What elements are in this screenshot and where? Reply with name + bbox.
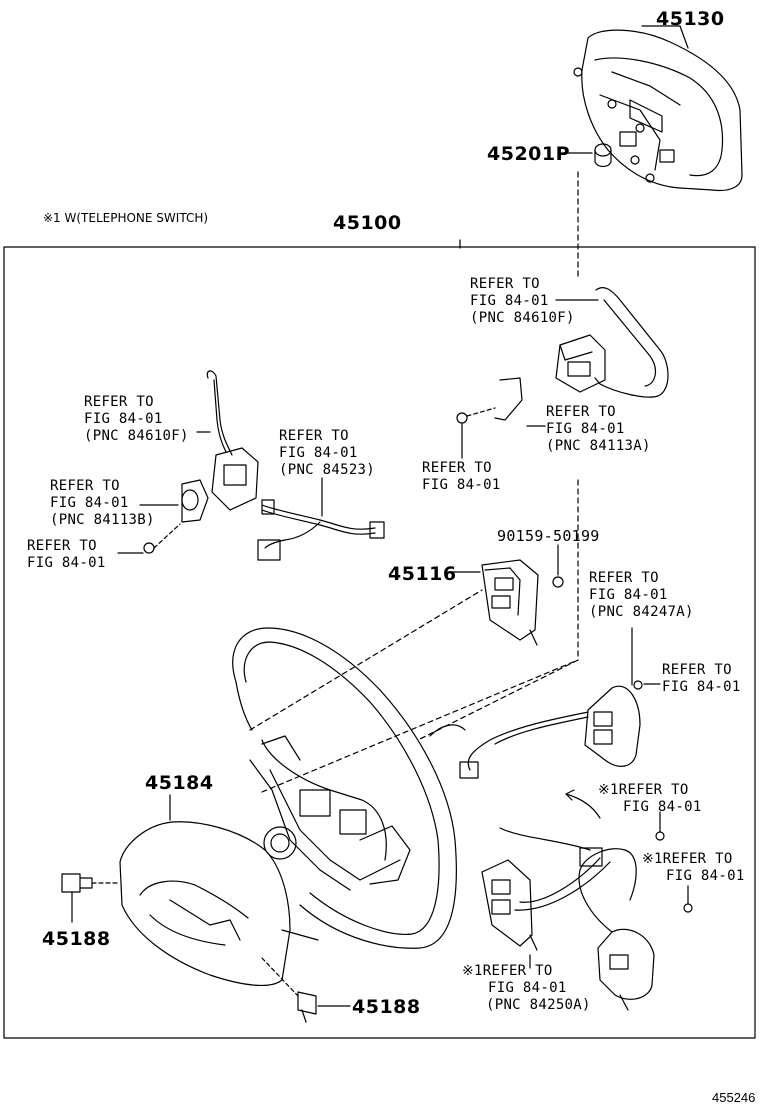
upper-right-switch [456, 287, 669, 424]
screw-45188-left [61, 873, 93, 893]
part-number-45188-left: 45188 [42, 928, 111, 950]
part-number-45116: 45116 [388, 563, 457, 585]
lower-right-tel-switch [578, 848, 655, 1011]
upper-left-switch [143, 370, 259, 554]
part-number-45130: 45130 [656, 8, 725, 30]
airbag-cover [573, 29, 743, 192]
part-number-45100: 45100 [333, 212, 402, 234]
steering-wheel [232, 627, 457, 949]
telephone-switch-note: ※1 W(TELEPHONE SWITCH) [43, 211, 209, 225]
lower-left-tel-switch [481, 827, 611, 951]
assembly-frame [3, 246, 756, 1039]
direction-arrow [565, 793, 601, 819]
part-number-45201p: 45201P [487, 143, 571, 165]
rear-cover-45184 [119, 821, 319, 986]
diagram-id: 455246 [712, 1090, 756, 1105]
part-number-45184: 45184 [145, 772, 214, 794]
wire-harness-84523 [257, 499, 385, 561]
module-45116 [481, 559, 564, 646]
screw-45188-bottom [297, 991, 317, 1023]
part-number-90159-50199: 90159-50199 [497, 527, 600, 545]
grommet-45201p [594, 143, 612, 168]
right-switch-84247a [429, 680, 643, 779]
part-number-45188-bottom: 45188 [352, 996, 421, 1018]
